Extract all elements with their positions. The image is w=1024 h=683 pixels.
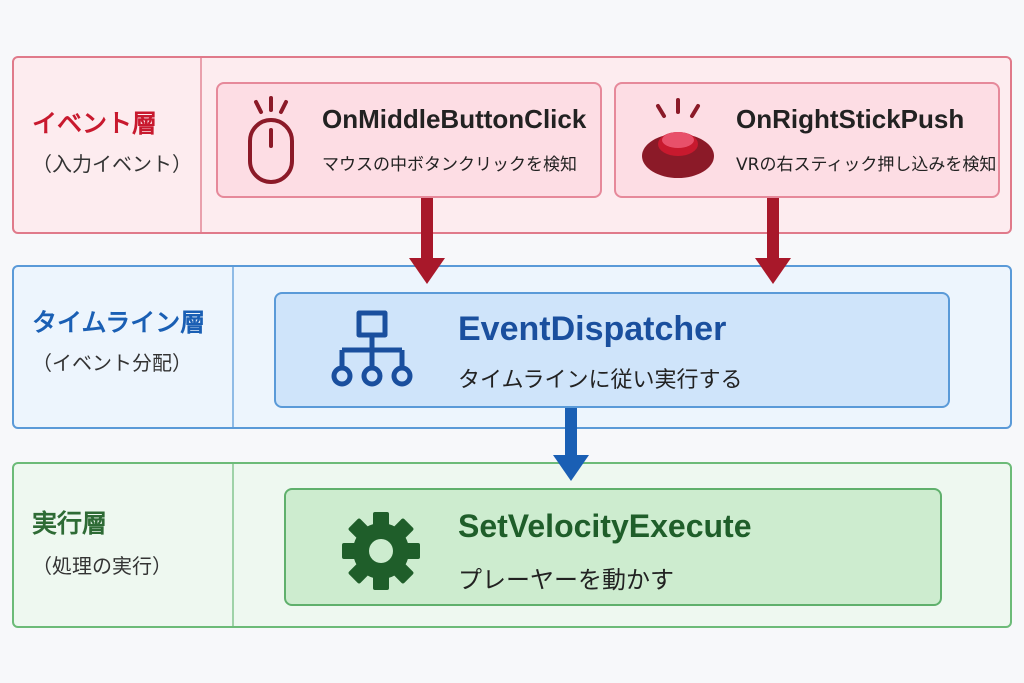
mouse-icon	[244, 96, 298, 190]
timeline-layer-title: タイムライン層	[32, 308, 206, 337]
execute-layer-subtitle: （処理の実行）	[32, 554, 172, 578]
middle-click-desc: マウスの中ボタンクリックを検知	[322, 155, 577, 175]
dispatcher-desc: タイムラインに従い実行する	[458, 368, 743, 393]
hierarchy-icon	[330, 310, 414, 394]
event-layer-label: イベント層 （入力イベント）	[14, 58, 202, 232]
middle-click-node: OnMiddleButtonClick マウスの中ボタンクリックを検知	[216, 82, 602, 198]
arrow-middle-click-to-dispatcher	[409, 198, 445, 284]
event-layer-title: イベント層	[32, 109, 158, 138]
arrow-dispatcher-to-velocity	[553, 408, 589, 481]
middle-click-title: OnMiddleButtonClick	[322, 104, 587, 134]
joystick-button-icon	[638, 98, 718, 186]
dispatcher-title: EventDispatcher	[458, 310, 727, 348]
velocity-node: SetVelocityExecute プレーヤーを動かす	[284, 488, 942, 606]
velocity-title: SetVelocityExecute	[458, 508, 752, 544]
dispatcher-node: EventDispatcher タイムラインに従い実行する	[274, 292, 950, 408]
gear-icon	[340, 510, 422, 596]
event-layer-subtitle: （入力イベント）	[32, 152, 192, 176]
arrow-right-stick-to-dispatcher	[755, 198, 791, 284]
velocity-desc: プレーヤーを動かす	[458, 566, 674, 594]
right-stick-title: OnRightStickPush	[736, 104, 965, 134]
right-stick-desc: VRの右スティック押し込みを検知	[736, 155, 997, 175]
execute-layer-title: 実行層	[32, 509, 108, 538]
execute-layer-label: 実行層 （処理の実行）	[14, 464, 234, 626]
right-stick-node: OnRightStickPush VRの右スティック押し込みを検知	[614, 82, 1000, 198]
timeline-layer-subtitle: （イベント分配）	[32, 351, 192, 375]
timeline-layer-label: タイムライン層 （イベント分配）	[14, 267, 234, 427]
